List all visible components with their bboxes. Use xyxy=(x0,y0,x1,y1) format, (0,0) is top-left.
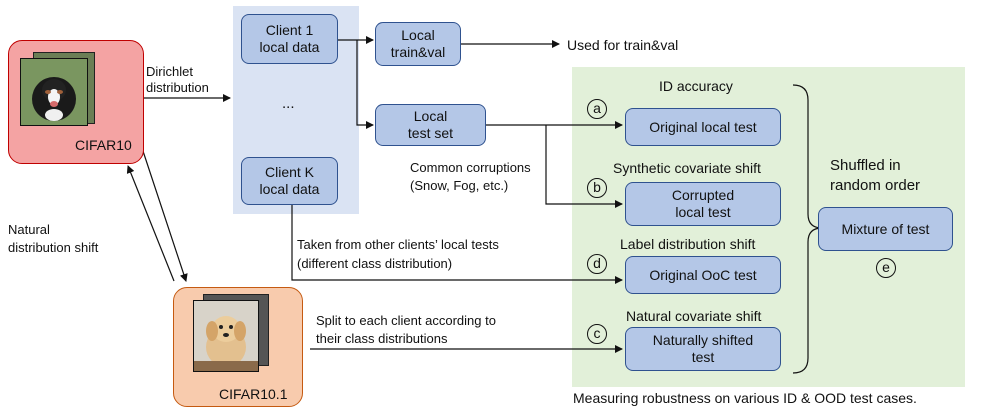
marker-d: d xyxy=(587,254,607,274)
clientk-line1: Client K xyxy=(264,164,315,180)
natural-shift-label-line1: Natural xyxy=(8,222,50,237)
shuffled-caption-line2: random order xyxy=(830,177,921,194)
arrow-client-test xyxy=(356,40,374,129)
mixture-of-test-box: Mixture of test xyxy=(818,207,953,251)
marker-a: a xyxy=(587,99,607,119)
cifar10-1-puppy-image xyxy=(193,300,259,372)
footer-caption: Measuring robustness on various ID & OOD… xyxy=(573,390,917,406)
original-ooc-test-text: Original OoC test xyxy=(649,266,757,283)
original-local-test-text: Original local test xyxy=(649,118,757,135)
arrow-shift-up xyxy=(126,165,175,282)
client1-line1: Client 1 xyxy=(265,22,314,38)
mixture-of-test-text: Mixture of test xyxy=(841,220,930,237)
corrupted-line2: local test xyxy=(675,204,731,220)
natural-line2: test xyxy=(691,349,715,365)
taken-from-label-line2: (different class distribution) xyxy=(297,256,453,271)
local-train-line1: Local xyxy=(401,27,435,43)
dirichlet-label-line2: distribution xyxy=(146,80,209,95)
taken-from-label-line1: Taken from other clients’ local tests xyxy=(297,237,499,252)
shuffled-caption-line1: Shuffled in xyxy=(830,157,901,174)
synthetic-shift-header: Synthetic covariate shift xyxy=(613,160,761,176)
marker-b: b xyxy=(587,178,607,198)
marker-c: c xyxy=(587,324,607,344)
corruptions-label-line2: (Snow, Fog, etc.) xyxy=(410,178,509,193)
natural-shift-header: Natural covariate shift xyxy=(626,308,762,324)
corruptions-label-line1: Common corruptions xyxy=(410,160,531,175)
original-local-test-box: Original local test xyxy=(625,108,781,146)
cifar10-dog-image xyxy=(20,58,88,126)
natural-shift-label-line2: distribution shift xyxy=(8,240,99,255)
arrow-shift-down xyxy=(140,144,188,282)
local-test-line1: Local xyxy=(413,108,448,124)
dirichlet-label-line1: Dirichlet xyxy=(146,64,193,79)
corrupted-line1: Corrupted xyxy=(671,187,735,203)
label-shift-header: Label distribution shift xyxy=(620,236,756,252)
id-accuracy-header: ID accuracy xyxy=(659,78,733,94)
split-label-line1: Split to each client according to xyxy=(316,313,496,328)
cifar10-1-label: CIFAR10.1 xyxy=(219,386,288,402)
natural-line1: Naturally shifted xyxy=(652,332,754,348)
client1-line2: local data xyxy=(259,39,320,55)
clientk-line2: local data xyxy=(259,181,320,197)
marker-e: e xyxy=(876,258,896,278)
original-ooc-test-box: Original OoC test xyxy=(625,256,781,294)
split-label-line2: their class distributions xyxy=(316,331,448,346)
clients-ellipsis: ... xyxy=(282,95,295,112)
arrow-test-corrupted xyxy=(545,125,623,208)
arrow-clientk-ooc xyxy=(291,205,623,284)
local-test-line2: test set xyxy=(407,125,454,141)
used-for-label: Used for train&val xyxy=(567,37,679,53)
cifar10-label: CIFAR10 xyxy=(75,137,132,153)
local-train-line2: train&val xyxy=(390,44,446,60)
